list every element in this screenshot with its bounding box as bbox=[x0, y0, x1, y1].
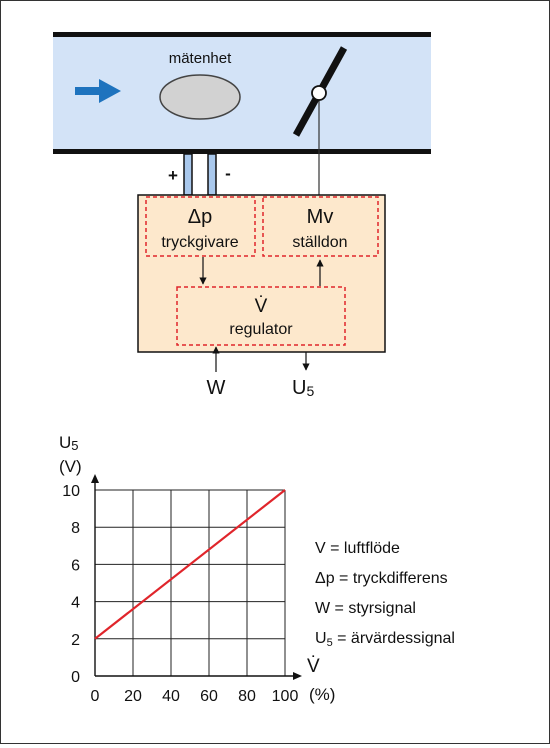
x-tick-label: 60 bbox=[200, 688, 218, 705]
x-tick-label: 20 bbox=[124, 688, 142, 705]
duct-bottom-wall bbox=[53, 149, 431, 154]
actuator-symbol: Mv bbox=[307, 206, 334, 228]
measuring-unit-ellipse bbox=[159, 74, 241, 120]
y-tick-label: 0 bbox=[71, 669, 80, 686]
pressure-sensor-name: tryckgivare bbox=[161, 234, 238, 251]
y-axis-label: U5 bbox=[59, 433, 79, 453]
legend-item-v: V = luftflöde bbox=[315, 540, 400, 557]
plus-tube bbox=[183, 153, 193, 196]
chart-axes bbox=[91, 474, 302, 680]
x-axis-arrowhead bbox=[293, 672, 302, 680]
air-duct: mätenhet bbox=[53, 32, 431, 195]
pressure-sensor-box: Δp tryckgivare bbox=[145, 196, 256, 257]
chart: U5 (V) V̇ (%) 0 20 40 60 80 100 0 2 4 6 8 10 bbox=[59, 433, 335, 705]
actuator-box: Mv ställdon bbox=[262, 196, 379, 257]
duct-top-wall bbox=[53, 32, 431, 37]
x-tick-label: 0 bbox=[91, 688, 100, 705]
minus-label: - bbox=[225, 164, 231, 183]
y-axis-arrowhead bbox=[91, 474, 99, 483]
arrow-right-icon bbox=[75, 79, 121, 103]
pressure-sensor-symbol: Δp bbox=[188, 206, 212, 228]
legend: V = luftflöde Δp = tryckdifferens W = st… bbox=[315, 540, 455, 649]
plus-label: + bbox=[168, 166, 178, 185]
y-tick-label: 8 bbox=[71, 520, 80, 537]
legend-item-u5: U5 = ärvärdessignal bbox=[315, 630, 455, 649]
regulator-symbol: V̇ bbox=[255, 296, 268, 317]
y-tick-label: 10 bbox=[62, 483, 80, 500]
chart-series bbox=[94, 489, 286, 640]
controller-box: Δp tryckgivare Mv ställdon V̇ regulator bbox=[137, 194, 386, 353]
regulator-name: regulator bbox=[229, 321, 293, 338]
y-tick-label: 2 bbox=[71, 632, 80, 649]
x-tick-labels: 0 20 40 60 80 100 bbox=[91, 688, 299, 705]
output-u5-label: U5 bbox=[292, 377, 314, 399]
legend-item-w: W = styrsignal bbox=[315, 600, 416, 617]
input-w-label: W bbox=[207, 377, 226, 399]
damper-icon bbox=[292, 46, 348, 195]
x-axis-label: V̇ bbox=[307, 656, 320, 677]
y-tick-label: 6 bbox=[71, 557, 80, 574]
regulator-box: V̇ regulator bbox=[176, 286, 346, 346]
y-tick-labels: 0 2 4 6 8 10 bbox=[62, 483, 80, 686]
measuring-unit-label: mätenhet bbox=[169, 50, 232, 67]
pressure-tubes: + - bbox=[168, 153, 231, 196]
x-axis-unit: (%) bbox=[309, 685, 335, 704]
y-axis-unit: (V) bbox=[59, 457, 82, 476]
y-tick-label: 4 bbox=[71, 595, 80, 612]
chart-grid bbox=[94, 489, 286, 677]
x-tick-label: 40 bbox=[162, 688, 180, 705]
minus-tube bbox=[207, 153, 217, 196]
series-line bbox=[94, 489, 286, 640]
x-tick-label: 80 bbox=[238, 688, 256, 705]
x-tick-label: 100 bbox=[272, 688, 299, 705]
legend-item-dp: Δp = tryckdifferens bbox=[315, 570, 448, 587]
actuator-name: ställdon bbox=[292, 234, 347, 251]
